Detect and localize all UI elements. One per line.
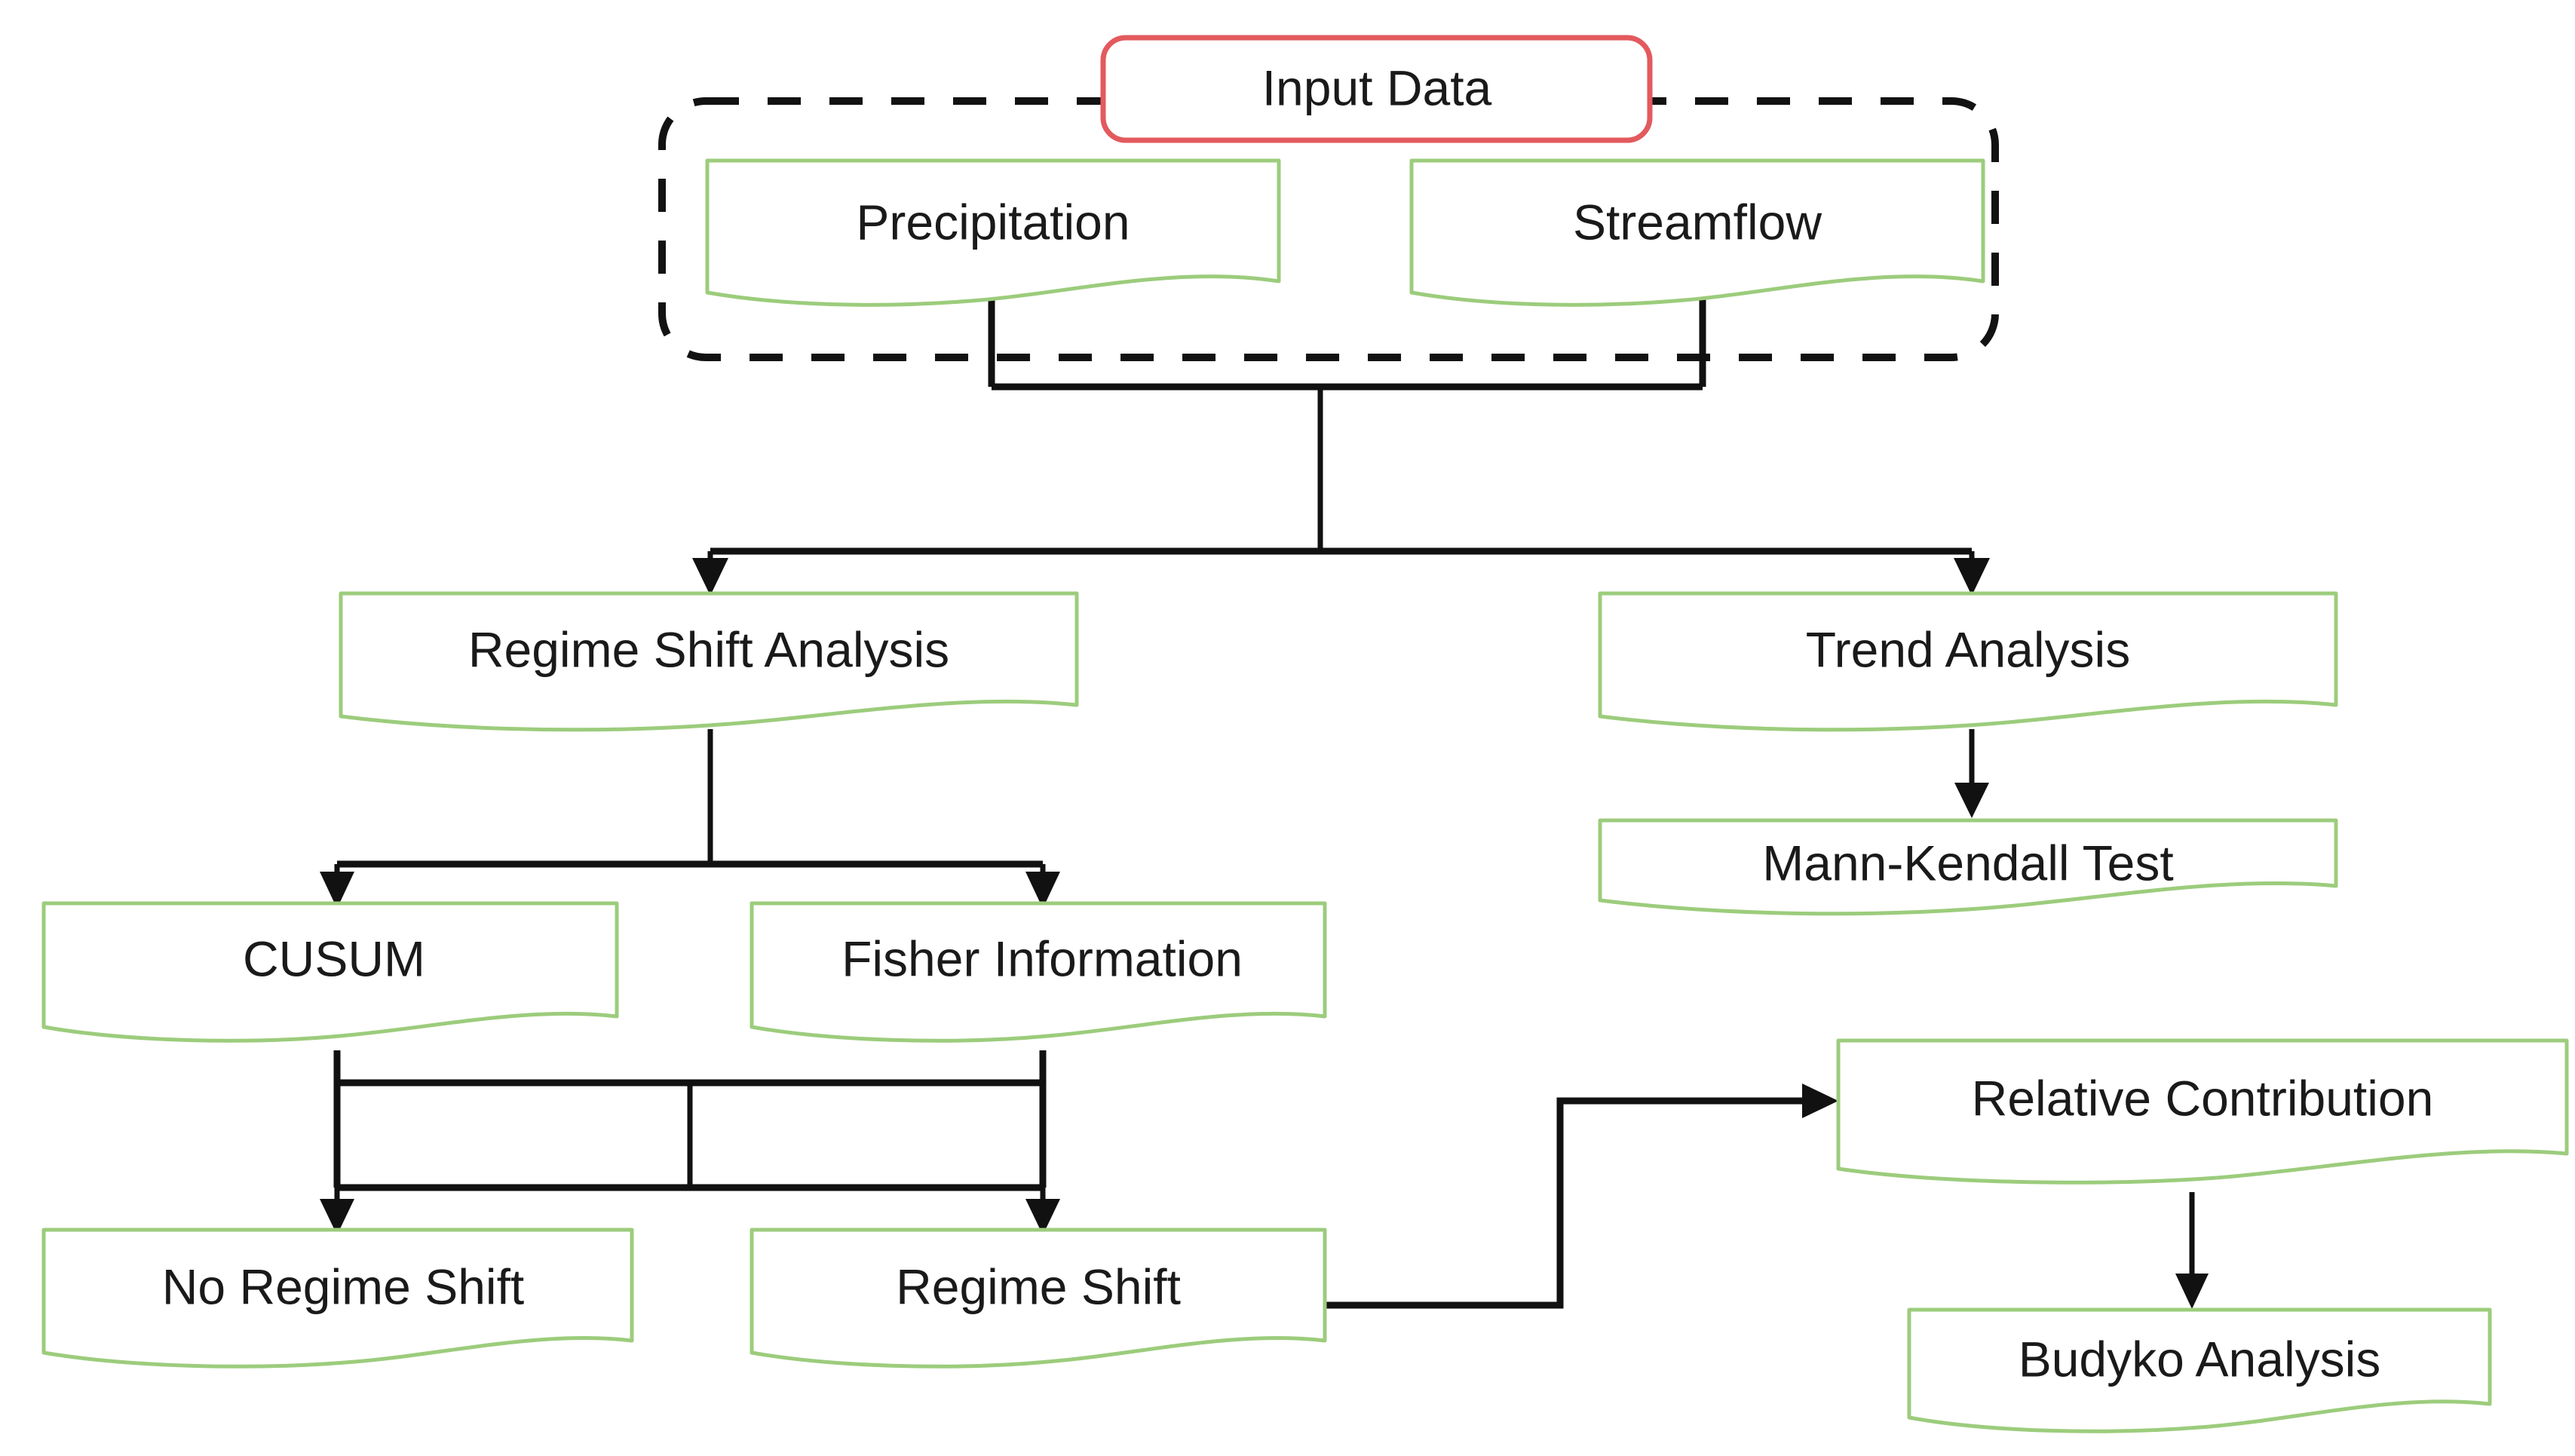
regime-shift-analysis-label: Regime Shift Analysis <box>468 621 949 677</box>
relative-contribution-shape <box>1836 1038 2569 1185</box>
node-input-data[interactable]: Input Data <box>1100 35 1653 143</box>
arrowhead-cusum <box>320 872 354 909</box>
node-relative-contribution[interactable]: Relative Contribution <box>1836 1038 2569 1185</box>
input-data-shape <box>1100 35 1653 143</box>
node-regime-shift[interactable]: Regime Shift <box>750 1228 1327 1369</box>
mann-kendall-test-label: Mann-Kendall Test <box>1762 835 2173 890</box>
node-budyko-analysis[interactable]: Budyko Analysis <box>1907 1307 2492 1433</box>
arrowhead-mann-kendall <box>1954 783 1989 818</box>
streamflow-shape <box>1409 158 1985 307</box>
arrowhead-relative-contribution <box>1802 1084 1838 1118</box>
arrowhead-regime-shift-analysis <box>692 558 728 596</box>
node-cusum[interactable]: CUSUM <box>41 901 619 1043</box>
budyko-analysis-label: Budyko Analysis <box>2019 1331 2381 1387</box>
arrowhead-budyko-analysis <box>2175 1274 2209 1309</box>
regime-shift-shape <box>750 1228 1327 1369</box>
input-data-label: Input Data <box>1262 60 1492 115</box>
relative-contribution-label: Relative Contribution <box>1972 1070 2434 1126</box>
node-streamflow[interactable]: Streamflow <box>1409 158 1985 307</box>
fisher-information-label: Fisher Information <box>841 930 1243 986</box>
cusum-shape <box>41 901 619 1043</box>
regime-shift-analysis-shape <box>339 591 1079 732</box>
no-regime-shift-shape <box>41 1228 634 1369</box>
cusum-label: CUSUM <box>243 930 425 986</box>
trend-analysis-label: Trend Analysis <box>1806 621 2130 677</box>
precipitation-label: Precipitation <box>856 194 1130 250</box>
fisher-information-shape <box>750 901 1327 1043</box>
arrowhead-trend-analysis <box>1954 558 1990 596</box>
node-mann-kendall-test[interactable]: Mann-Kendall Test <box>1598 818 2338 916</box>
arrowhead-regime-shift <box>1025 1199 1060 1235</box>
precipitation-shape <box>705 158 1281 307</box>
node-fisher-information[interactable]: Fisher Information <box>750 901 1327 1043</box>
streamflow-label: Streamflow <box>1573 194 1822 250</box>
budyko-analysis-shape <box>1907 1307 2492 1433</box>
mann-kendall-test-shape <box>1598 818 2338 916</box>
node-trend-analysis[interactable]: Trend Analysis <box>1598 591 2338 732</box>
trend-analysis-shape <box>1598 591 2338 732</box>
node-no-regime-shift[interactable]: No Regime Shift <box>41 1228 634 1369</box>
regime-shift-label: Regime Shift <box>896 1258 1181 1314</box>
node-regime-shift-analysis[interactable]: Regime Shift Analysis <box>339 591 1079 732</box>
arrowhead-no-regime-shift <box>320 1199 354 1235</box>
edge-regime-shift-to-relative-contribution <box>1316 1097 1811 1309</box>
no-regime-shift-label: No Regime Shift <box>162 1258 525 1314</box>
node-precipitation[interactable]: Precipitation <box>705 158 1281 307</box>
arrowhead-fisher-information <box>1025 872 1060 909</box>
